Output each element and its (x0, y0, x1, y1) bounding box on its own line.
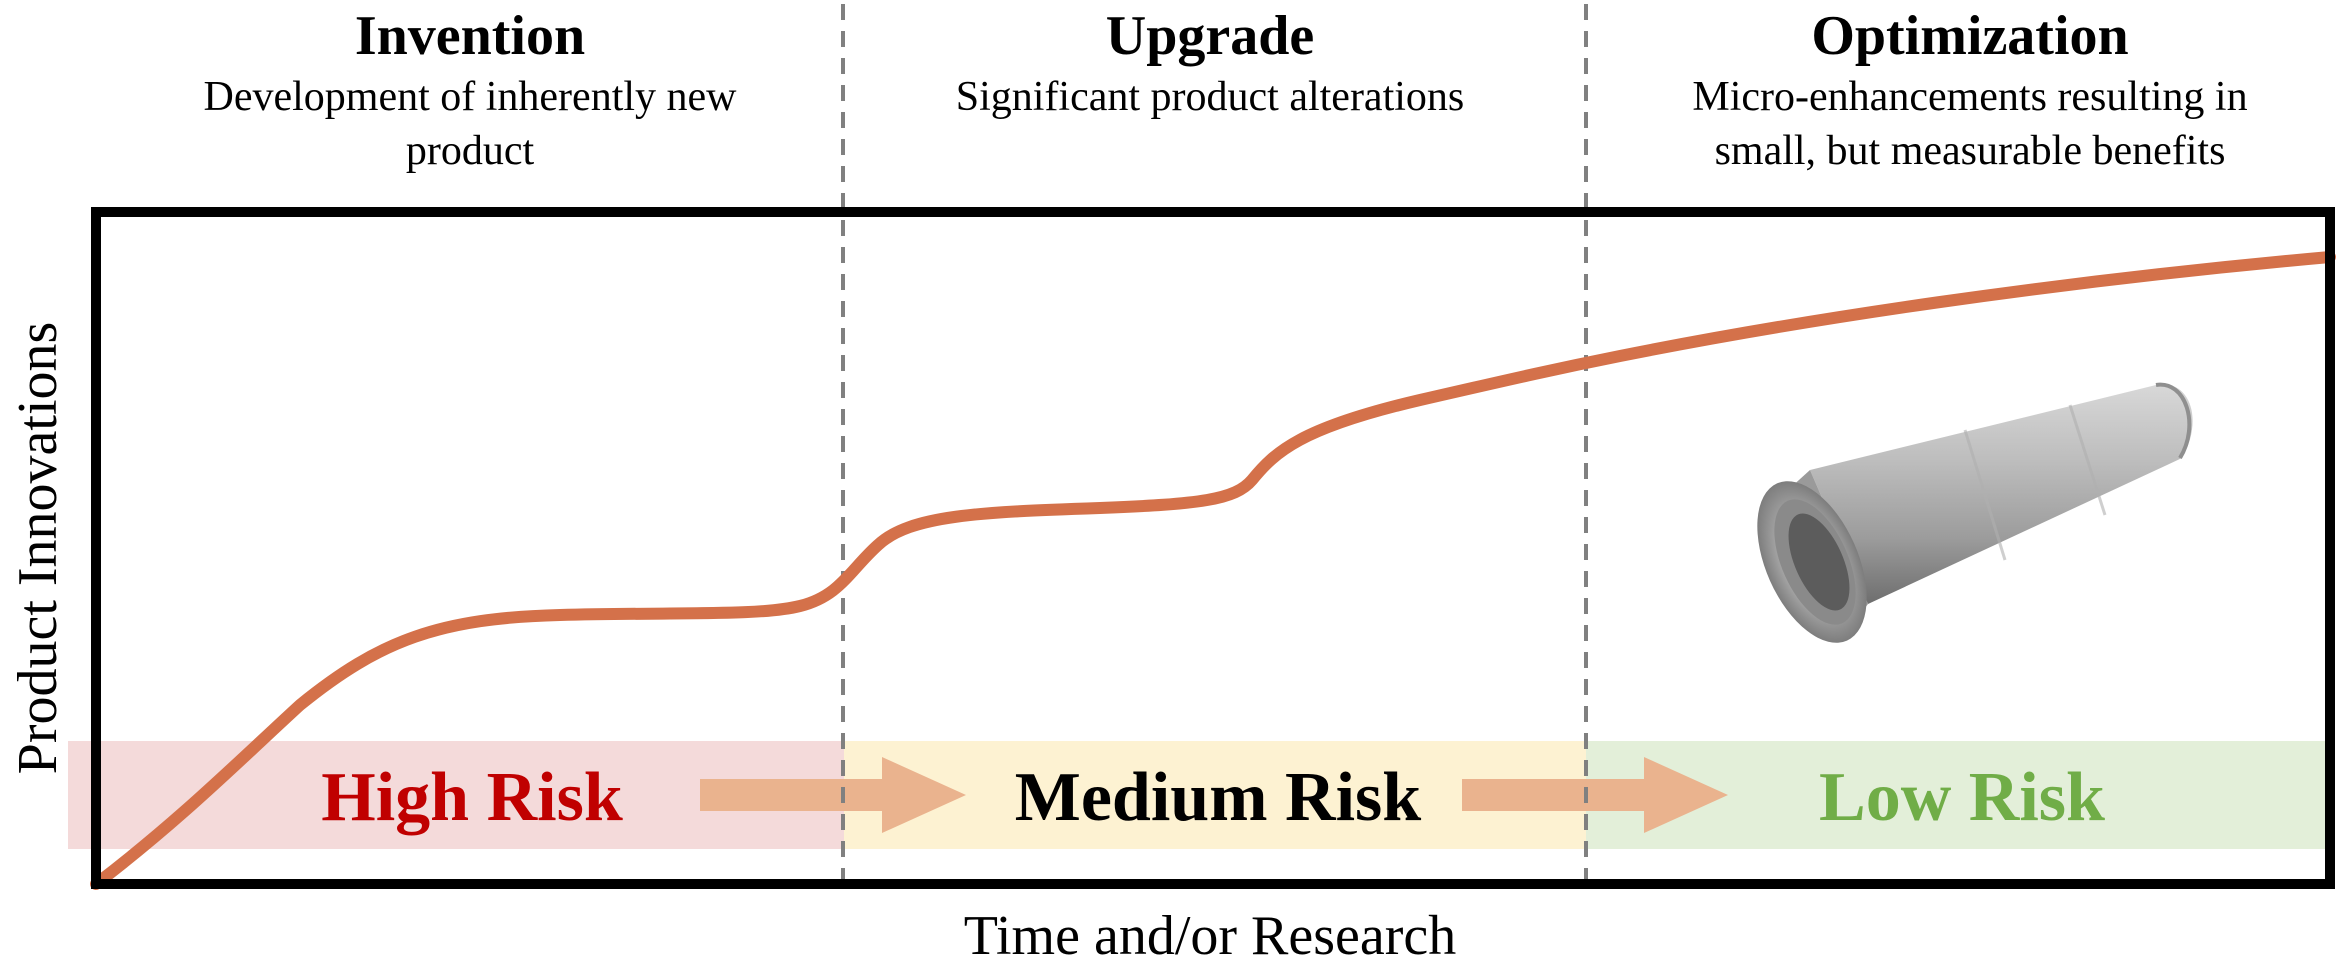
chart-frame (91, 207, 2335, 889)
phase-title: Invention (354, 5, 586, 67)
right-arrow-icon (700, 757, 966, 833)
x-axis-label: Time and/or Research (963, 905, 1457, 967)
concrete-pipe-icon (1757, 382, 2193, 643)
phase-description-line: small, but measurable benefits (1714, 128, 2226, 174)
medium-risk-label: Medium Risk (1015, 759, 1422, 836)
phase-description-line: Development of inherently new (203, 74, 737, 120)
phase-description-line: Micro-enhancements resulting in (1692, 74, 2248, 120)
phase-description-line: Significant product alterations (955, 74, 1465, 120)
low-risk-label: Low Risk (1819, 759, 2105, 836)
phase-invention: Invention Development of inherently new … (140, 0, 800, 178)
phase-optimization: Optimization Micro-enhancements resultin… (1600, 0, 2340, 178)
innovation-curve (90, 251, 2336, 890)
phase-upgrade: Upgrade Significant product alterations (860, 0, 1560, 124)
phase-title: Optimization (1811, 5, 2129, 67)
y-axis-label: Product Innovations (7, 321, 69, 775)
phase-description-line: product (405, 128, 535, 174)
high-risk-label: High Risk (321, 759, 623, 836)
right-arrow-icon (1462, 757, 1728, 833)
phase-title: Upgrade (1105, 5, 1315, 67)
